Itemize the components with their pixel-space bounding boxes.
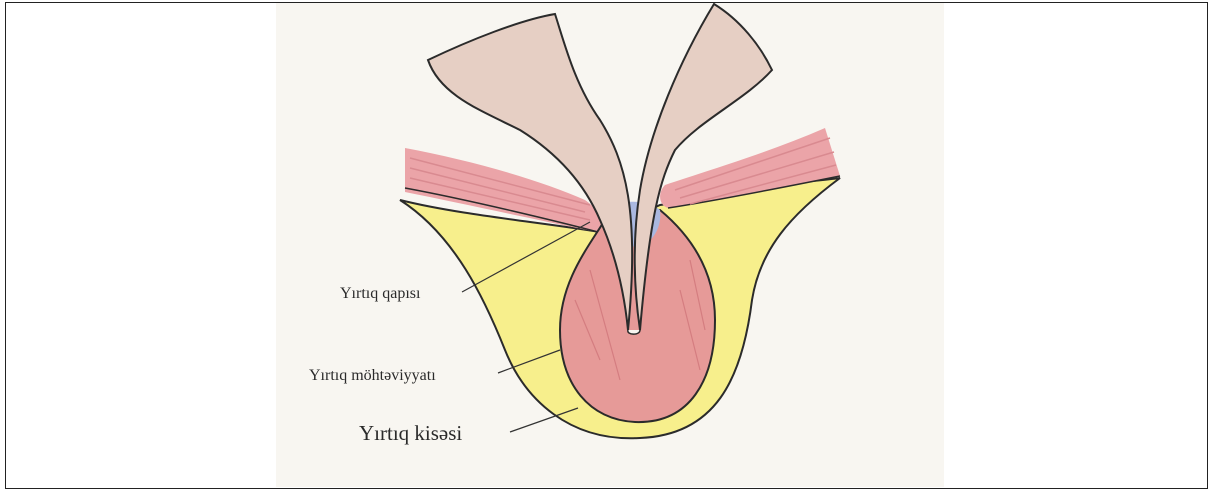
hernia-sac-label: Yırtıq kisəsi bbox=[359, 421, 462, 446]
hernia-content-label: Yırtıq möhtəviyyatı bbox=[309, 367, 436, 385]
hernia-gate-label: Yırtıq qapısı bbox=[340, 285, 420, 303]
